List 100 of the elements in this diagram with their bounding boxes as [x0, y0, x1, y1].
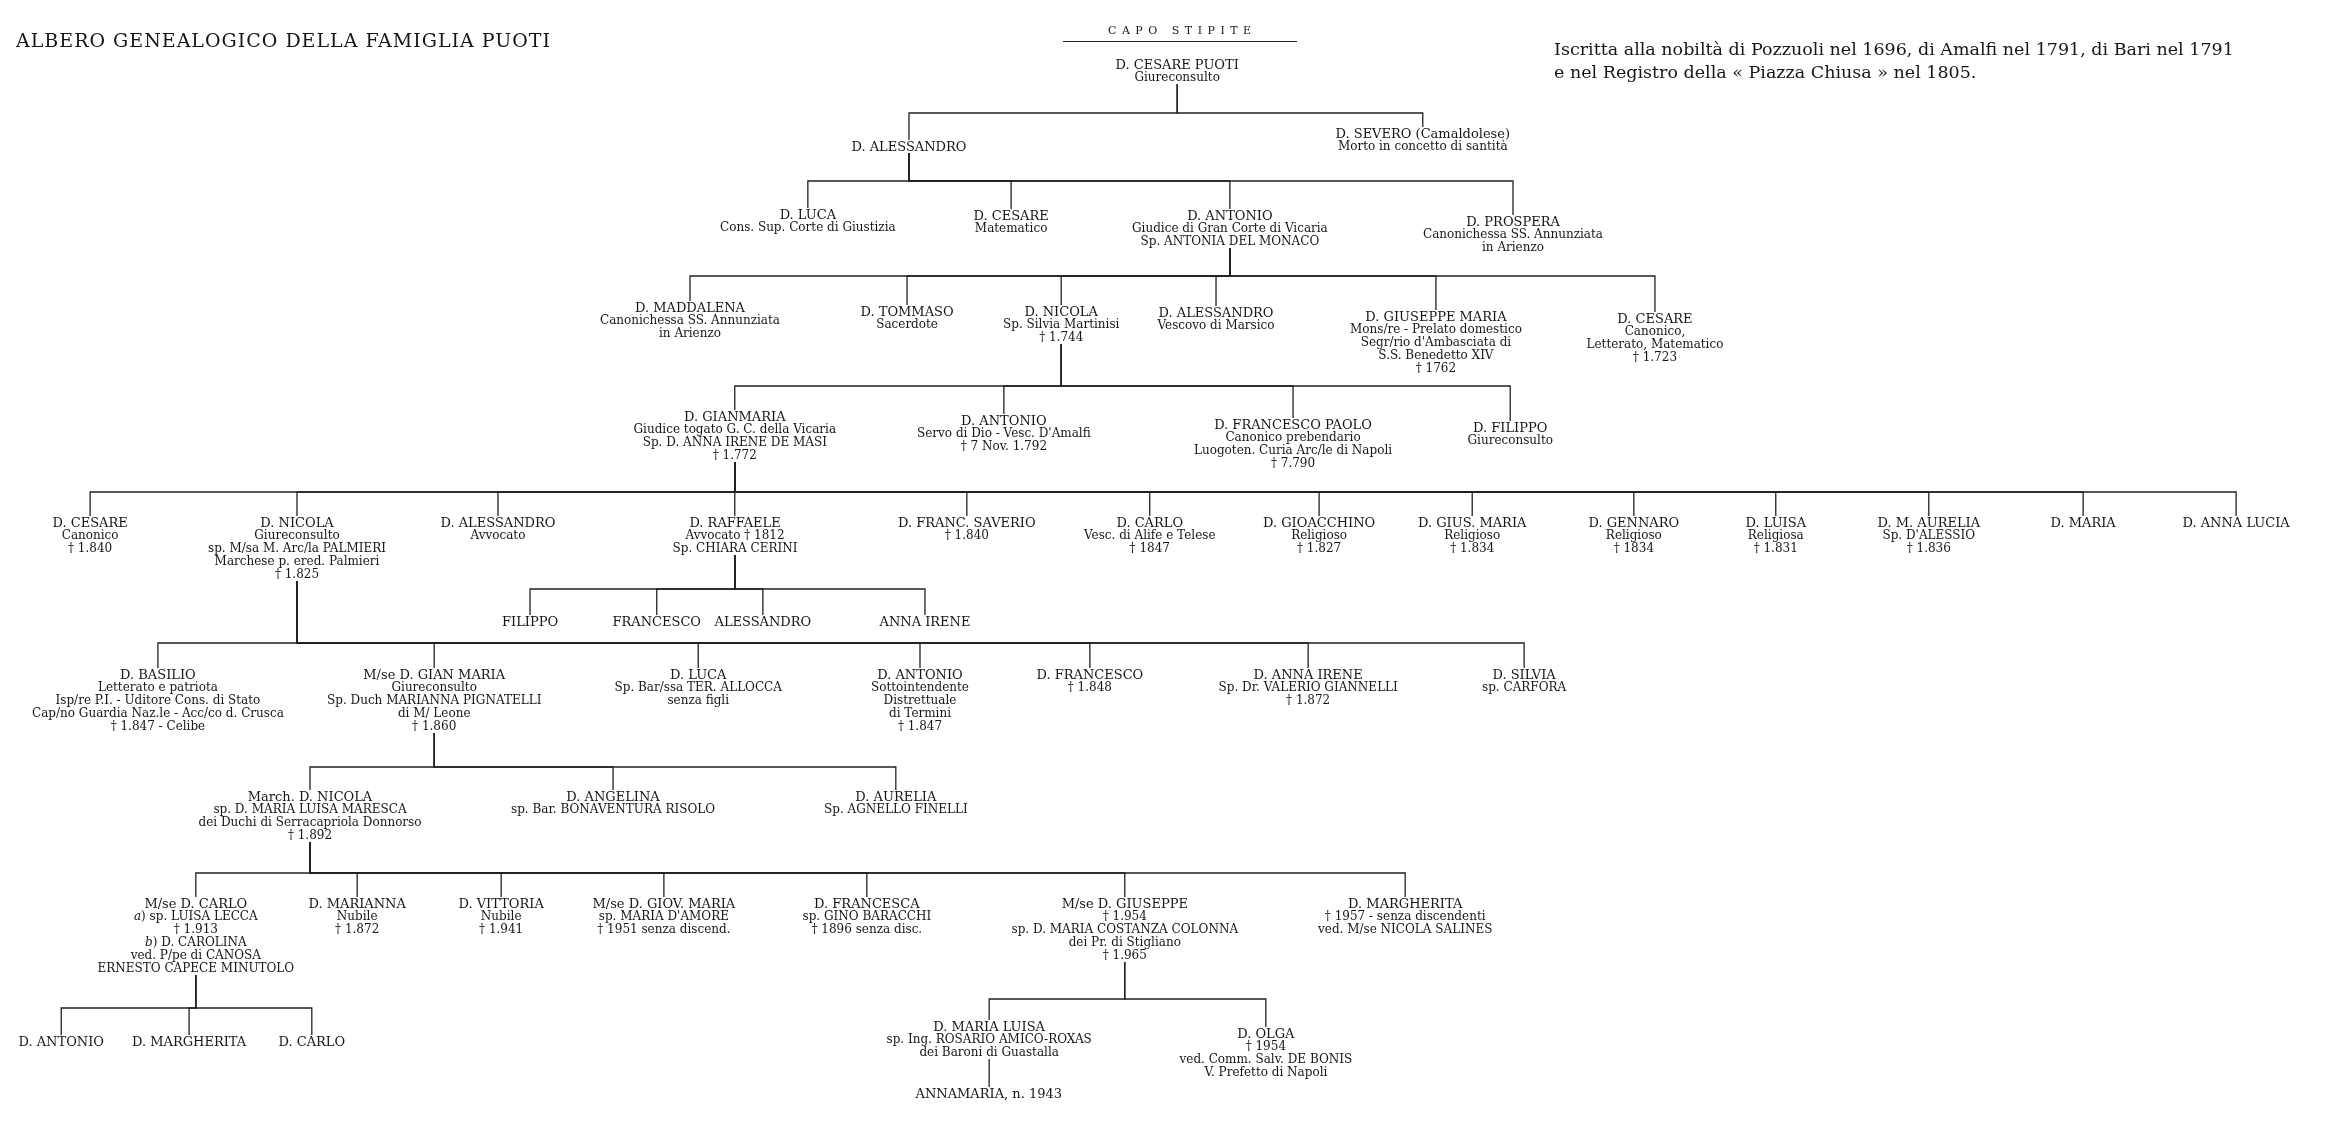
- person-name: FILIPPO: [502, 615, 559, 628]
- person-name: D. MARIANNA: [308, 897, 406, 910]
- person-detail: † 1847: [1129, 542, 1170, 555]
- person-detail: Sp. ANTONIA DEL MONACO: [1140, 235, 1320, 248]
- person-detail: Avvocato: [470, 529, 526, 542]
- person-name: D. GIOACCHINO: [1263, 516, 1376, 529]
- person-name: D. FRANCESCA: [814, 897, 920, 910]
- person-detail: † 1.840: [68, 542, 113, 555]
- person-name: D. ANTONIO: [1187, 209, 1273, 222]
- note-text: Iscritta alla nobiltà di Pozzuoli nel 1696, di Amalfi nel 1791, di Bari nel 1791 e nel Registro della « Piazza Chiusa » nel 1805.: [1554, 38, 2234, 84]
- person-detail: Cap/no Guardia Naz.le - Acc/co d. Crusca: [32, 707, 284, 720]
- person-detail: Segr/rio d'Ambasciata di S.S. Benedetto XIV: [1360, 336, 1512, 362]
- person-detail: Cons. Sup. Corte di Giustizia: [720, 221, 896, 234]
- connector-line: [195, 974, 313, 1036]
- person-detail: † 1896 senza disc.: [811, 923, 923, 936]
- person-name: D. ALESSANDRO: [851, 140, 967, 153]
- person-name: D. GENNARO: [1588, 516, 1680, 529]
- person-detail: Canonichessa SS. Annunziata in Arienzo: [1423, 228, 1603, 254]
- person-detail: † 1.965: [1102, 949, 1147, 962]
- person-detail: † 1.872: [335, 923, 380, 936]
- person-detail: Marchese p. ered. Palmieri: [214, 555, 380, 568]
- person-detail: Sp. AGNELLO FINELLI: [824, 803, 968, 816]
- person-name: D. LUISA: [1745, 516, 1807, 529]
- connector-line: [433, 732, 897, 791]
- person-detail: † 1957 - senza discendenti: [1324, 910, 1486, 923]
- person-detail: † 1762: [1415, 362, 1457, 375]
- person-detail: Vesc. di Alife e Telese: [1084, 529, 1216, 542]
- person-name: D. ANTONIO: [18, 1035, 104, 1048]
- connector-line: [309, 841, 1406, 898]
- person-detail: Religioso: [1444, 529, 1501, 542]
- person-name: D. CESARE: [52, 516, 128, 529]
- person-name: M/se D. GIAN MARIA: [363, 668, 506, 681]
- person-detail: † 1.860: [412, 720, 457, 733]
- person-name: D. FILIPPO: [1473, 421, 1548, 434]
- person-name: D. BASILIO: [120, 668, 196, 681]
- person-detail: Sp. Silvia Martinisi: [1003, 318, 1120, 331]
- person-name: D. CARLO: [278, 1035, 346, 1048]
- person-name: D. ANNA LUCIA: [2182, 516, 2290, 529]
- person-detail: Giureconsulto: [1467, 434, 1553, 447]
- person-name: D. LUCA: [779, 208, 837, 221]
- connector-line: [1176, 83, 1424, 128]
- person-name: D. OLGA: [1237, 1027, 1295, 1040]
- person-detail: † 1.825: [274, 568, 320, 581]
- person-name: M/se D. CARLO: [144, 897, 248, 910]
- person-name: D. CESARE: [973, 209, 1049, 222]
- person-detail: Sp. D. ANNA IRENE DE MASI: [642, 436, 827, 449]
- person-name: ALESSANDRO: [714, 615, 812, 628]
- person-name: D. NICOLA: [1024, 305, 1098, 318]
- person-name: D. ALESSANDRO: [440, 516, 556, 529]
- person-detail: Religiosa: [1747, 529, 1804, 542]
- person-detail: a) sp. LUISA LECCA: [133, 910, 258, 923]
- person-name: D. SILVIA: [1492, 668, 1556, 681]
- person-name: D. ALESSANDRO: [1158, 306, 1274, 319]
- person-detail: † 1.836: [1906, 542, 1951, 555]
- person-detail: † 1951 senza discend.: [597, 923, 731, 936]
- person-detail: Canonico, Letterato, Matematico: [1586, 325, 1724, 351]
- person-name: D. FRANCESCO PAOLO: [1214, 418, 1372, 431]
- person-name: D. NICOLA: [260, 516, 334, 529]
- person-detail: † 1.772: [712, 449, 757, 462]
- person-detail: † 1.848: [1067, 681, 1112, 694]
- person-detail: † 7 Nov. 1.792: [960, 440, 1047, 453]
- person-name: D. ANTONIO: [877, 668, 963, 681]
- person-detail: Vescovo di Marsico: [1157, 319, 1275, 332]
- person-name: March. D. NICOLA: [247, 790, 373, 803]
- person-detail: † 1954: [1245, 1040, 1287, 1053]
- connector-line: [734, 554, 926, 616]
- person-detail: Canonico prebendario: [1225, 431, 1361, 444]
- person-name: ANNAMARIA, n. 1943: [915, 1087, 1063, 1100]
- person-detail: Canonichessa SS. Annunziata in Arienzo: [600, 314, 780, 340]
- person-detail: ved. Comm. Salv. DE BONIS V. Prefetto di Napoli: [1179, 1053, 1353, 1079]
- person-detail: senza figli: [667, 694, 730, 707]
- person-detail: Canonico: [61, 529, 119, 542]
- person-name: D. MARGHERITA: [132, 1035, 247, 1048]
- person-name: D. M. AURELIA: [1877, 516, 1981, 529]
- person-detail: † 1.892: [287, 829, 333, 842]
- person-detail: sp. M/sa M. Arc/la PALMIERI: [208, 542, 386, 555]
- person-detail: Sacerdote: [876, 318, 938, 331]
- person-detail: † 1.941: [479, 923, 524, 936]
- connector-line: [908, 152, 1514, 216]
- person-name: D. ANNA IRENE: [1253, 668, 1363, 681]
- person-name: D. CESARE PUOTI: [1115, 58, 1239, 71]
- person-detail: † 1.872: [1286, 694, 1331, 707]
- person-name: D. CARLO: [1116, 516, 1184, 529]
- person-detail: Letterato e patriota: [97, 681, 218, 694]
- person-name: D. ANGELINA: [566, 790, 660, 803]
- person-detail: sp. Ing. ROSARIO AMICO-ROXAS dei Baroni di Guastalla: [886, 1033, 1092, 1059]
- person-name: D. ANTONIO: [961, 414, 1047, 427]
- person-detail: Giureconsulto: [1134, 71, 1220, 84]
- person-detail: Avvocato † 1812: [685, 529, 785, 542]
- person-name: D. MARIA: [2050, 516, 2116, 529]
- connector-line: [1229, 247, 1656, 313]
- person-detail: † 1834: [1613, 542, 1654, 555]
- person-detail: Isp/re P.I. - Uditore Cons. di Stato: [55, 694, 261, 707]
- person-detail: ved. M/se NICOLA SALINES: [1318, 923, 1493, 936]
- person-detail: Mons/re - Prelato domestico: [1350, 323, 1522, 336]
- person-detail: Giudice togato G. C. della Vicaria: [633, 423, 837, 436]
- person-name: D. FRANC. SAVERIO: [898, 516, 1036, 529]
- person-name: D. MADDALENA: [634, 301, 745, 314]
- person-detail: † 7.790: [1270, 457, 1316, 470]
- person-detail: † 1.954: [1102, 910, 1147, 923]
